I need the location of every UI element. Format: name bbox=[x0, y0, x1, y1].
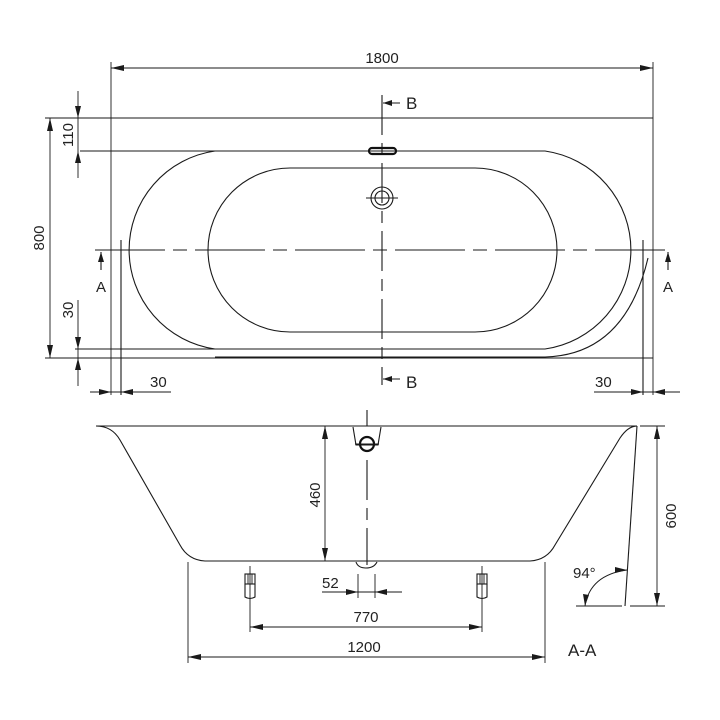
svg-text:A: A bbox=[663, 279, 673, 296]
svg-text:30: 30 bbox=[150, 374, 167, 391]
svg-text:B: B bbox=[406, 373, 417, 392]
dimension-rim-offset-left: 30 bbox=[90, 374, 171, 395]
svg-text:30: 30 bbox=[595, 374, 612, 391]
overflow-slot-icon bbox=[367, 146, 398, 156]
dimension-drain-width: 52 bbox=[322, 574, 402, 598]
section-view-a-a: 460 52 bbox=[95, 410, 680, 663]
dimension-overall-width: 800 bbox=[31, 118, 53, 358]
svg-text:52: 52 bbox=[322, 575, 339, 592]
drain-outlet-icon bbox=[355, 561, 378, 569]
section-marker-b-top: B bbox=[383, 94, 417, 113]
section-title: A-A bbox=[568, 641, 597, 660]
svg-text:A: A bbox=[96, 279, 106, 296]
svg-text:1200: 1200 bbox=[347, 639, 380, 656]
dimension-rim-offset-right: 30 bbox=[594, 374, 680, 395]
svg-text:770: 770 bbox=[353, 609, 378, 626]
tub-rim-offset-contour bbox=[544, 257, 649, 358]
svg-text:600: 600 bbox=[663, 503, 680, 528]
foot-left-icon bbox=[244, 566, 256, 632]
foot-right-icon bbox=[476, 566, 488, 632]
overflow-fitting-icon bbox=[352, 410, 382, 453]
dimension-inner-depth: 460 bbox=[307, 426, 328, 561]
dimension-wall-angle: 94° bbox=[573, 565, 628, 607]
dimension-feet-spacing: 770 bbox=[250, 609, 482, 630]
drain-icon bbox=[366, 186, 398, 210]
tub-outer-outline bbox=[128, 150, 632, 350]
dimension-base-length: 1200 bbox=[187, 562, 546, 663]
dimension-overflow-offset: 110 bbox=[60, 91, 81, 178]
dimension-label-1800: 1800 bbox=[365, 50, 398, 67]
svg-text:94°: 94° bbox=[573, 565, 596, 582]
svg-text:800: 800 bbox=[31, 225, 48, 250]
dimension-overall-height: 600 bbox=[630, 425, 680, 607]
svg-text:30: 30 bbox=[60, 302, 77, 319]
svg-text:460: 460 bbox=[307, 482, 324, 507]
svg-text:110: 110 bbox=[60, 123, 77, 147]
svg-text:B: B bbox=[406, 94, 417, 113]
section-marker-a-left: A bbox=[96, 252, 106, 296]
section-marker-b-bottom: B bbox=[383, 373, 417, 392]
dimension-rim-offset-bottom: 30 bbox=[60, 300, 81, 386]
plan-view: 1800 B bbox=[31, 50, 680, 395]
tub-inner-basin bbox=[207, 167, 558, 333]
section-marker-a-right: A bbox=[663, 252, 673, 296]
outer-wall-line bbox=[624, 425, 638, 607]
